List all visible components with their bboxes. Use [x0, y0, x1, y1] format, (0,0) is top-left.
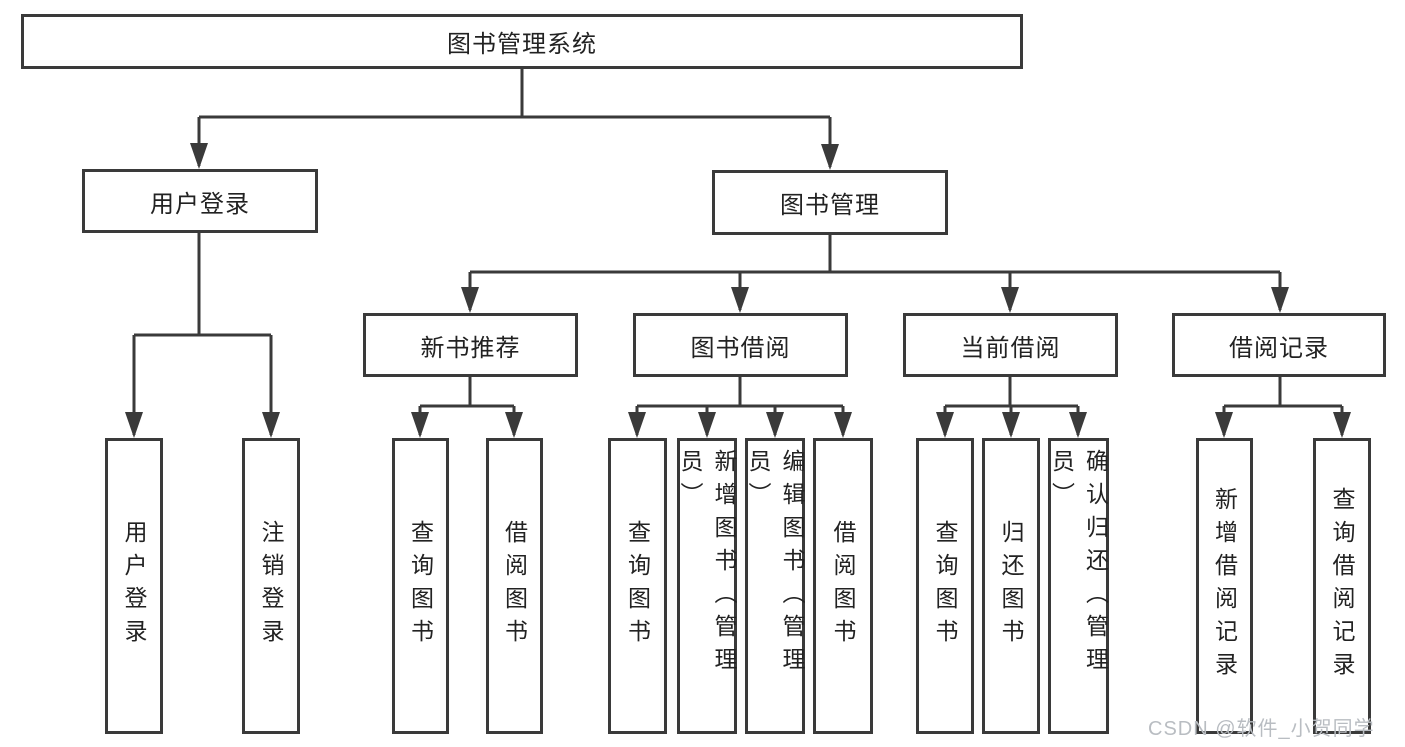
- connector-new-book-children: [418, 377, 516, 435]
- arrowhead-icon: [698, 412, 716, 438]
- connector-book-mgmt-children: [468, 235, 1282, 310]
- leaf-br-query-record: 查询借阅记录: [1313, 438, 1371, 734]
- arrowhead-icon: [1069, 412, 1087, 438]
- node-borrow-records: 借阅记录: [1172, 313, 1386, 377]
- leaf-nb-borrow-books: 借阅图书: [486, 438, 543, 734]
- arrowhead-icon: [1002, 412, 1020, 438]
- arrowhead-icon: [821, 144, 839, 170]
- leaf-nb-query-books: 查询图书: [392, 438, 449, 734]
- arrowhead-icon: [731, 287, 749, 313]
- arrowhead-icon: [190, 143, 208, 169]
- connector-book-borrow-children: [635, 377, 845, 435]
- connector-root-to-level2: [197, 69, 832, 167]
- leaf-br-add-record: 新增借阅记录: [1196, 438, 1253, 734]
- arrowhead-icon: [766, 412, 784, 438]
- connector-user-login-children: [132, 233, 273, 435]
- csdn-watermark: CSDN @软件_小贺同学: [1148, 718, 1375, 740]
- arrowhead-icon: [628, 412, 646, 438]
- leaf-cb-query-books: 查询图书: [916, 438, 974, 734]
- leaf-cb-confirm-return-admin: 确认归还（管理员）: [1048, 438, 1109, 734]
- arrowhead-icon: [834, 412, 852, 438]
- arrowhead-icon: [1271, 287, 1289, 313]
- node-current-borrow: 当前借阅: [903, 313, 1118, 377]
- node-root-system: 图书管理系统: [21, 14, 1023, 69]
- arrowhead-icon: [936, 412, 954, 438]
- arrowhead-icon: [1333, 412, 1351, 438]
- leaf-cb-return-books: 归还图书: [982, 438, 1040, 734]
- leaf-bb-edit-books-admin: 编辑图书（管理员）: [745, 438, 805, 734]
- arrowhead-icon: [411, 412, 429, 438]
- arrowhead-icon: [461, 287, 479, 313]
- connector-borrow-records-children: [1222, 377, 1344, 435]
- arrowhead-icon: [1001, 287, 1019, 313]
- arrowhead-icon: [262, 412, 280, 438]
- leaf-bb-add-books-admin: 新增图书（管理员）: [677, 438, 737, 734]
- arrowhead-icon: [125, 412, 143, 438]
- leaf-logout: 注销登录: [242, 438, 300, 734]
- node-new-book-recommend: 新书推荐: [363, 313, 578, 377]
- node-book-borrow: 图书借阅: [633, 313, 848, 377]
- leaf-user-login: 用户登录: [105, 438, 163, 734]
- arrowhead-icon: [1215, 412, 1233, 438]
- leaf-bb-borrow-books: 借阅图书: [813, 438, 873, 734]
- node-book-management: 图书管理: [712, 170, 948, 235]
- leaf-bb-query-books: 查询图书: [608, 438, 667, 734]
- arrowheads: [125, 143, 1351, 438]
- arrowhead-icon: [505, 412, 523, 438]
- node-user-login: 用户登录: [82, 169, 318, 233]
